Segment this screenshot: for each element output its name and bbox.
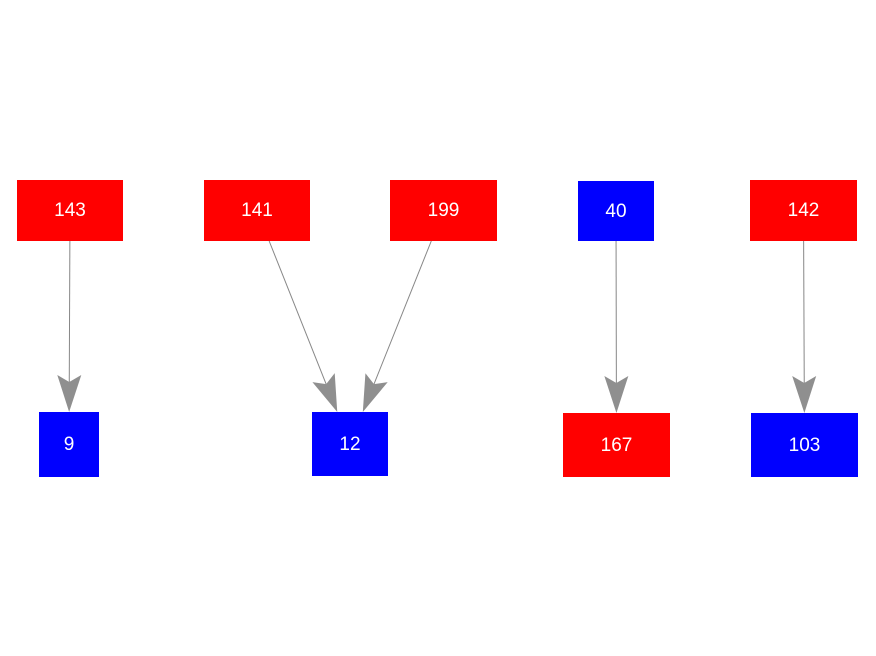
- node-141: 141: [204, 180, 310, 241]
- arrowhead-icon: [792, 375, 817, 413]
- arrowhead-icon: [362, 373, 388, 412]
- arrowhead-icon: [57, 374, 82, 412]
- node-199: 199: [390, 180, 497, 241]
- node-label: 12: [339, 433, 361, 455]
- node-167: 167: [563, 413, 670, 477]
- node-12: 12: [312, 412, 388, 476]
- edge-142-to-103: [803, 240, 805, 384]
- edge-143-to-9: [68, 240, 71, 383]
- node-143: 143: [17, 180, 123, 241]
- node-label: 199: [427, 200, 460, 221]
- node-9: 9: [39, 412, 99, 477]
- node-label: 9: [63, 434, 75, 455]
- edge-141-to-12: [268, 240, 327, 385]
- node-label: 40: [605, 200, 627, 222]
- node-103: 103: [751, 413, 858, 477]
- node-label: 142: [787, 200, 820, 221]
- node-label: 167: [600, 434, 633, 456]
- edge-199-to-12: [373, 240, 432, 385]
- node-142: 142: [750, 180, 857, 241]
- node-label: 141: [241, 200, 273, 221]
- arrowhead-icon: [604, 375, 629, 413]
- arrowhead-icon: [312, 373, 338, 412]
- node-label: 143: [54, 200, 86, 221]
- node-40: 40: [578, 181, 654, 241]
- node-label: 103: [788, 434, 821, 456]
